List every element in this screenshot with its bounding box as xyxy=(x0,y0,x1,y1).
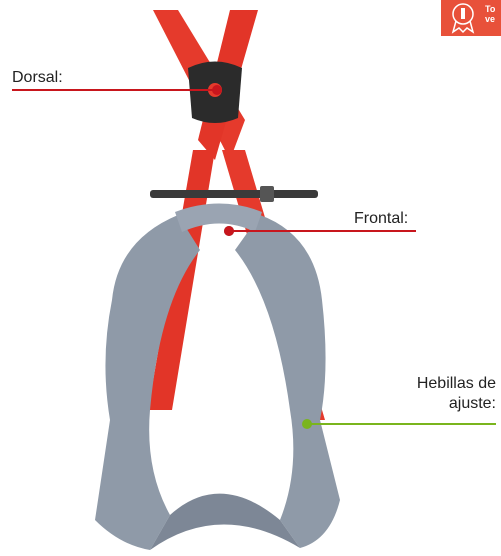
hebillas-marker xyxy=(302,419,496,429)
award-badge[interactable]: To ve xyxy=(441,0,501,36)
badge-text: To ve xyxy=(485,4,495,24)
frontal-label: Frontal: xyxy=(354,209,408,229)
dorsal-label: Dorsal: xyxy=(12,68,63,88)
hebillas-label: Hebillas de ajuste: xyxy=(386,374,496,414)
award-ribbon-icon xyxy=(445,0,481,36)
